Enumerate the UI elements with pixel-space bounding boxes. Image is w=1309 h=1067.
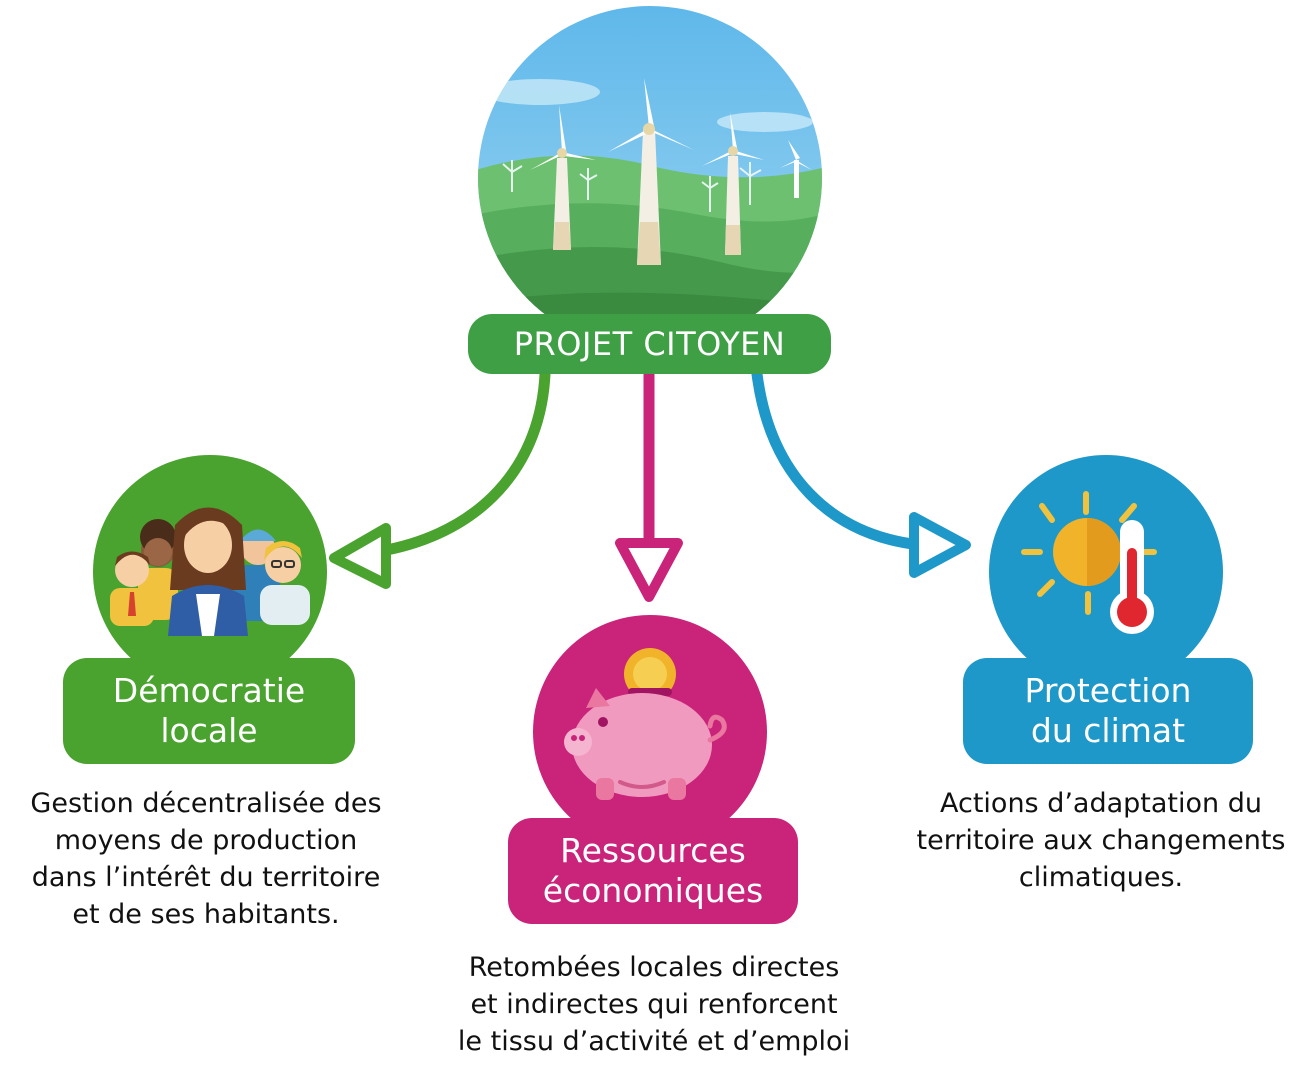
description-line: Gestion décentralisée des xyxy=(30,788,382,819)
description-line: territoire aux changements xyxy=(916,824,1286,856)
node-title-line-2: locale xyxy=(160,711,258,750)
piggy-bank-icon xyxy=(533,615,767,849)
node-title-line-2: du climat xyxy=(1030,711,1186,750)
description-climat: Actions d’adaptation du territoire aux c… xyxy=(893,786,1309,897)
description-line: et indirectes qui renforcent xyxy=(470,988,838,1020)
description-line: Retombées locales directes xyxy=(468,952,840,983)
description-line: le tissu d’activité et d’emploi xyxy=(457,1025,851,1057)
wind-turbines-icon xyxy=(478,6,822,350)
description-ressources: Retombées locales directes et indirectes… xyxy=(420,950,888,1061)
node-title-line-1: Ressources xyxy=(560,831,746,871)
arrowhead-ressources xyxy=(615,538,683,602)
node-title-line-1: Démocratie xyxy=(112,671,306,711)
node-title-line-2: économiques xyxy=(542,871,764,910)
arrowhead-climat xyxy=(909,512,971,578)
description-line: climatiques. xyxy=(1018,861,1184,893)
node-protection-climat: Protection du climat xyxy=(963,658,1253,764)
root-node-label: PROJET CITOYEN xyxy=(468,314,831,374)
connector-climat xyxy=(751,368,926,551)
description-line: et de ses habitants. xyxy=(72,898,340,930)
node-title-line-1: Protection xyxy=(1024,671,1192,711)
arrowhead-democratie xyxy=(329,523,391,589)
description-line: Actions d’adaptation du xyxy=(940,788,1262,819)
root-title: PROJET CITOYEN xyxy=(513,324,786,363)
node-ressources-economiques: Ressources économiques xyxy=(508,818,798,924)
node-democratie-locale: Démocratie locale xyxy=(63,658,355,764)
description-line: dans l’intérêt du territoire xyxy=(31,861,381,893)
description-line: moyens de production xyxy=(54,824,358,856)
description-democratie: Gestion décentralisée des moyens de prod… xyxy=(0,786,412,934)
citizens-icon xyxy=(93,455,327,689)
connector-democratie xyxy=(362,368,551,559)
sun-thermometer-icon xyxy=(989,455,1223,689)
